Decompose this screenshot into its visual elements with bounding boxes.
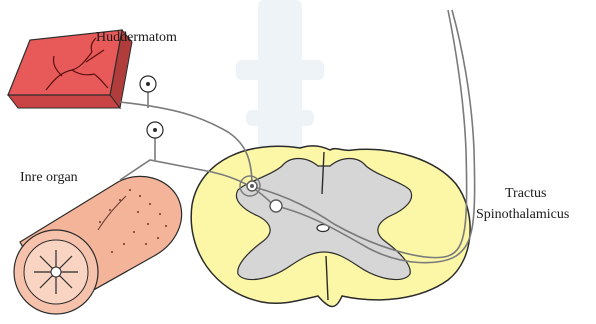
- ganglion-cell-icon-2: [147, 122, 163, 138]
- visceral-organ-icon: [14, 176, 182, 314]
- ganglion-cell-icon: [140, 76, 156, 92]
- spinal-cord-cross-section-icon: [191, 146, 470, 307]
- tract-label-line1: Tractus: [505, 186, 547, 201]
- organ-label: Inre organ: [20, 170, 78, 185]
- tract-label-line2: Spinothalamicus: [476, 207, 569, 222]
- interneuron-synapse: [270, 200, 282, 212]
- skin-label: Huddermatom: [96, 30, 177, 45]
